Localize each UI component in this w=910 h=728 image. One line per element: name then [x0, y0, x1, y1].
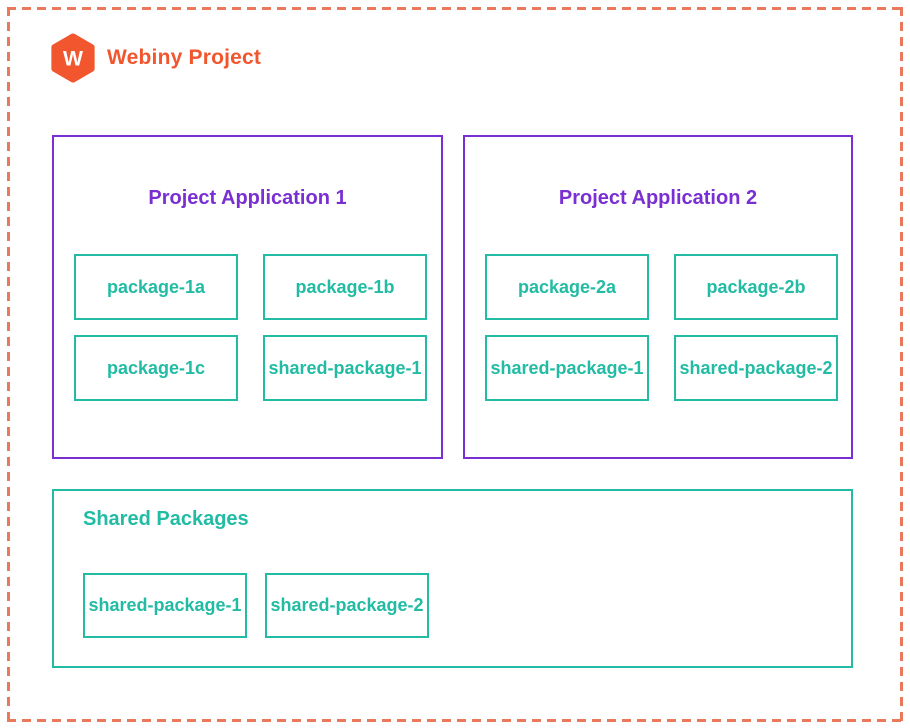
webiny-logo-icon: W: [51, 33, 95, 83]
application-2-package-grid: package-2a package-2b shared-package-1 s…: [485, 254, 838, 401]
package-box: shared-package-2: [265, 573, 429, 638]
package-box: shared-package-1: [83, 573, 247, 638]
shared-packages-box: Shared Packages shared-package-1 shared-…: [52, 489, 853, 668]
package-box: package-1b: [263, 254, 427, 320]
shared-packages-title: Shared Packages: [83, 508, 249, 530]
page-title: Webiny Project: [107, 46, 262, 69]
package-box: package-1c: [74, 335, 238, 401]
header: W Webiny Project: [48, 33, 261, 83]
package-box: shared-package-1: [485, 335, 649, 401]
package-box: package-1a: [74, 254, 238, 320]
application-1-package-grid: package-1a package-1b package-1c shared-…: [74, 254, 427, 401]
application-title: Project Application 2: [558, 187, 758, 209]
project-application-2-box: Project Application 2 package-2a package…: [463, 135, 853, 459]
package-box: shared-package-1: [263, 335, 427, 401]
package-box: package-2b: [674, 254, 838, 320]
package-box: shared-package-2: [674, 335, 838, 401]
application-title: Project Application 1: [148, 187, 347, 209]
shared-packages-grid: shared-package-1 shared-package-2: [83, 573, 429, 638]
package-box: package-2a: [485, 254, 649, 320]
logo-letter: W: [63, 48, 83, 71]
project-application-1-box: Project Application 1 package-1a package…: [52, 135, 443, 459]
